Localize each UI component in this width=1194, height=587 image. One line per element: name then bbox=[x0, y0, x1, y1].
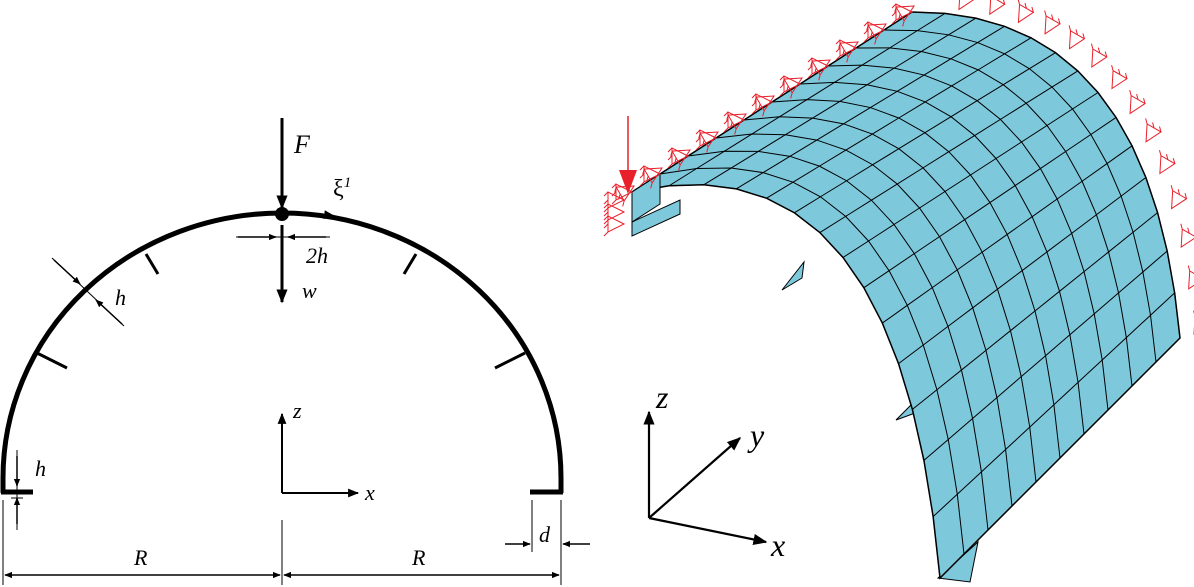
w-label: w bbox=[302, 278, 317, 303]
coordinate-triad: z y x bbox=[643, 379, 785, 563]
constraint-symbol bbox=[891, 3, 914, 25]
constraint-symbol bbox=[614, 185, 635, 207]
triad-x-label: x bbox=[770, 527, 785, 563]
r-right-label: R bbox=[411, 545, 426, 570]
constraint-symbol bbox=[1180, 223, 1194, 248]
constraint-symbol bbox=[1187, 265, 1194, 290]
x-axis-label: x bbox=[364, 480, 375, 505]
two-h-label: 2h bbox=[306, 243, 328, 268]
z-axis-label: z bbox=[292, 398, 302, 423]
constraint-symbol bbox=[894, 5, 915, 27]
mesh-line bbox=[863, 117, 1117, 289]
constraint-symbol bbox=[958, 0, 975, 11]
constraint-symbol bbox=[835, 39, 858, 61]
constraint-symbol bbox=[1159, 150, 1176, 175]
constraint-symbol bbox=[698, 131, 719, 153]
constraint-symbol bbox=[1129, 90, 1146, 115]
constraint-symbol bbox=[670, 149, 691, 171]
constraint-symbol bbox=[639, 165, 662, 187]
constraint-symbol bbox=[807, 57, 830, 79]
apex-node bbox=[275, 207, 289, 221]
stiffener-ticks bbox=[36, 253, 526, 370]
constraint-symbol bbox=[642, 167, 663, 189]
constraint-symbol bbox=[603, 203, 626, 225]
constraint-symbol bbox=[863, 21, 886, 43]
mesh-line bbox=[766, 37, 1032, 199]
shell-mesh bbox=[631, 11, 1181, 580]
mesh-line bbox=[794, 52, 1056, 214]
constraint-symbol bbox=[810, 59, 831, 81]
constraint-symbol bbox=[1090, 43, 1108, 68]
point-load-arrow bbox=[619, 116, 637, 194]
constraint-symbol bbox=[838, 41, 859, 63]
constraint-symbol bbox=[603, 215, 626, 237]
boundary-constraints bbox=[603, 0, 1194, 335]
mesh-line bbox=[939, 337, 1181, 579]
d-label: d bbox=[539, 522, 551, 547]
constraint-symbol bbox=[695, 129, 718, 151]
constraint-symbol bbox=[1068, 25, 1086, 50]
triad-y-arrow bbox=[648, 437, 742, 519]
h-wall-arrow bbox=[53, 259, 81, 285]
mesh-line bbox=[668, 12, 946, 187]
mesh-line bbox=[842, 92, 1099, 258]
mesh-line bbox=[882, 145, 1133, 324]
constraint-symbol bbox=[866, 23, 887, 45]
mesh-line bbox=[703, 17, 977, 186]
xi-direction-arrow bbox=[287, 210, 336, 220]
fe-mesh-diagram: z y x bbox=[603, 0, 1194, 583]
h-wall-arrow-2 bbox=[95, 299, 123, 325]
constraint-symbol bbox=[751, 93, 774, 115]
constraint-symbol bbox=[1044, 10, 1061, 35]
constraint-symbol bbox=[782, 77, 803, 99]
constraint-symbol bbox=[723, 111, 746, 133]
constraint-symbol bbox=[667, 147, 690, 169]
constraint-symbol bbox=[1170, 185, 1188, 210]
mesh-line bbox=[923, 250, 1168, 461]
triad-x-arrow bbox=[648, 516, 768, 545]
constraint-symbol bbox=[603, 191, 626, 213]
mesh-line bbox=[819, 70, 1079, 233]
triad-z-label: z bbox=[655, 379, 669, 415]
mesh-line bbox=[932, 292, 1175, 517]
constraint-symbol bbox=[1193, 310, 1194, 335]
mesh-line bbox=[912, 212, 1158, 410]
constraint-symbol bbox=[611, 183, 634, 205]
constraint-symbol bbox=[1145, 118, 1162, 143]
h-wall-label: h bbox=[115, 285, 126, 310]
shell-surface bbox=[631, 11, 1181, 580]
xi-label: ξ1 bbox=[333, 175, 351, 202]
h-flange-label: h bbox=[35, 456, 46, 481]
constraint-symbol bbox=[726, 113, 747, 135]
constraint-symbol bbox=[779, 75, 802, 97]
constraint-symbol bbox=[988, 0, 1006, 16]
constraint-symbol bbox=[754, 95, 775, 117]
force-label: F bbox=[293, 130, 311, 159]
r-left-label: R bbox=[133, 545, 148, 570]
cross-section-diagram: F ξ1 2h w h z x h bbox=[0, 118, 590, 585]
triad-y-label: y bbox=[747, 417, 765, 453]
constraint-symbol bbox=[1111, 65, 1128, 90]
mesh-line bbox=[736, 25, 1005, 190]
mesh-line bbox=[898, 177, 1147, 365]
constraint-symbol bbox=[1017, 0, 1035, 24]
